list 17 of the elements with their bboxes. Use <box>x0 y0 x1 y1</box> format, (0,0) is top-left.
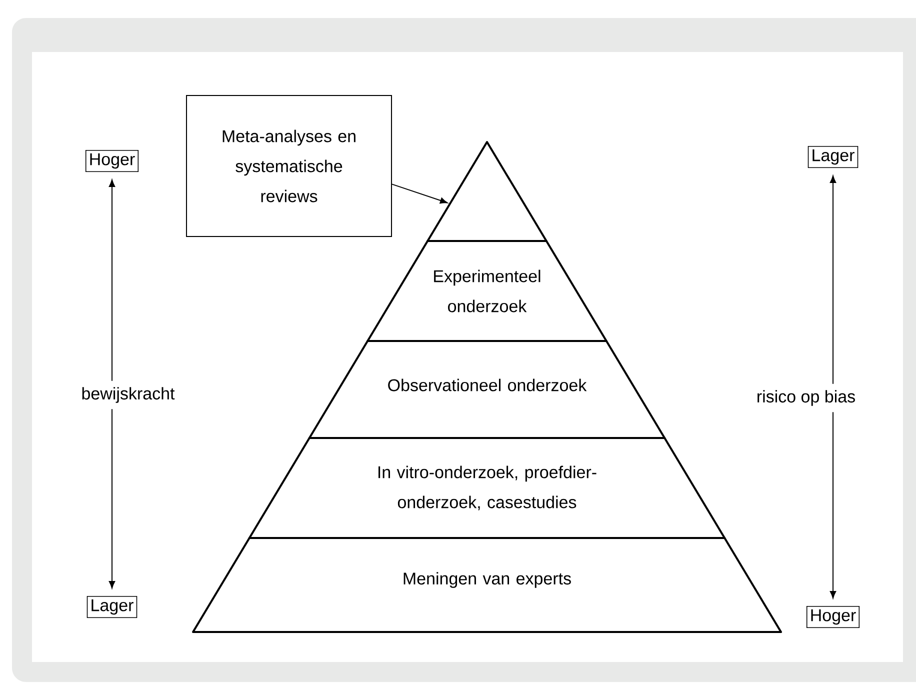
arrow <box>830 176 836 384</box>
pyramid-band: Experimenteel onderzoek <box>366 240 608 342</box>
arrow <box>108 408 116 588</box>
label-box: Hoger <box>806 606 860 628</box>
text-box: Meta-analyses en systematische reviews <box>186 95 392 237</box>
pyramid-band: Observationeel onderzoek <box>308 340 666 439</box>
label-box: Hoger <box>85 150 139 172</box>
label-box: Lager <box>808 146 858 168</box>
pyramid-band: In vitro-onderzoek, proefdier-onderzoek, casestudies <box>248 437 726 539</box>
pyramid-top <box>426 141 548 242</box>
pyramid-band: Meningen van experts <box>192 537 782 633</box>
arrow <box>830 412 836 598</box>
arrow <box>392 184 448 204</box>
axis-label: risico op bias <box>758 390 855 406</box>
axis-label: bewijskracht <box>82 387 175 403</box>
label-box: Lager <box>86 596 138 618</box>
arrow <box>108 180 116 382</box>
